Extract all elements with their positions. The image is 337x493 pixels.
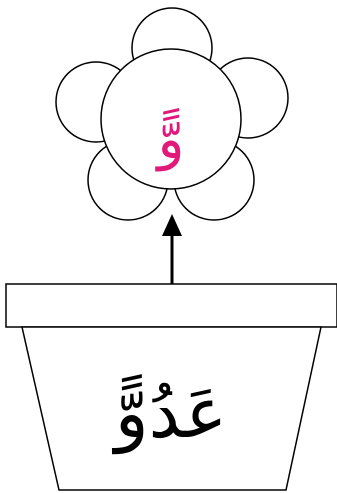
flower-letter: وًّ [154, 107, 184, 172]
pot-word: عَدُوًّ [112, 372, 227, 455]
pot-rim [6, 284, 337, 327]
arrow [162, 214, 182, 286]
arrow-head [162, 214, 182, 236]
